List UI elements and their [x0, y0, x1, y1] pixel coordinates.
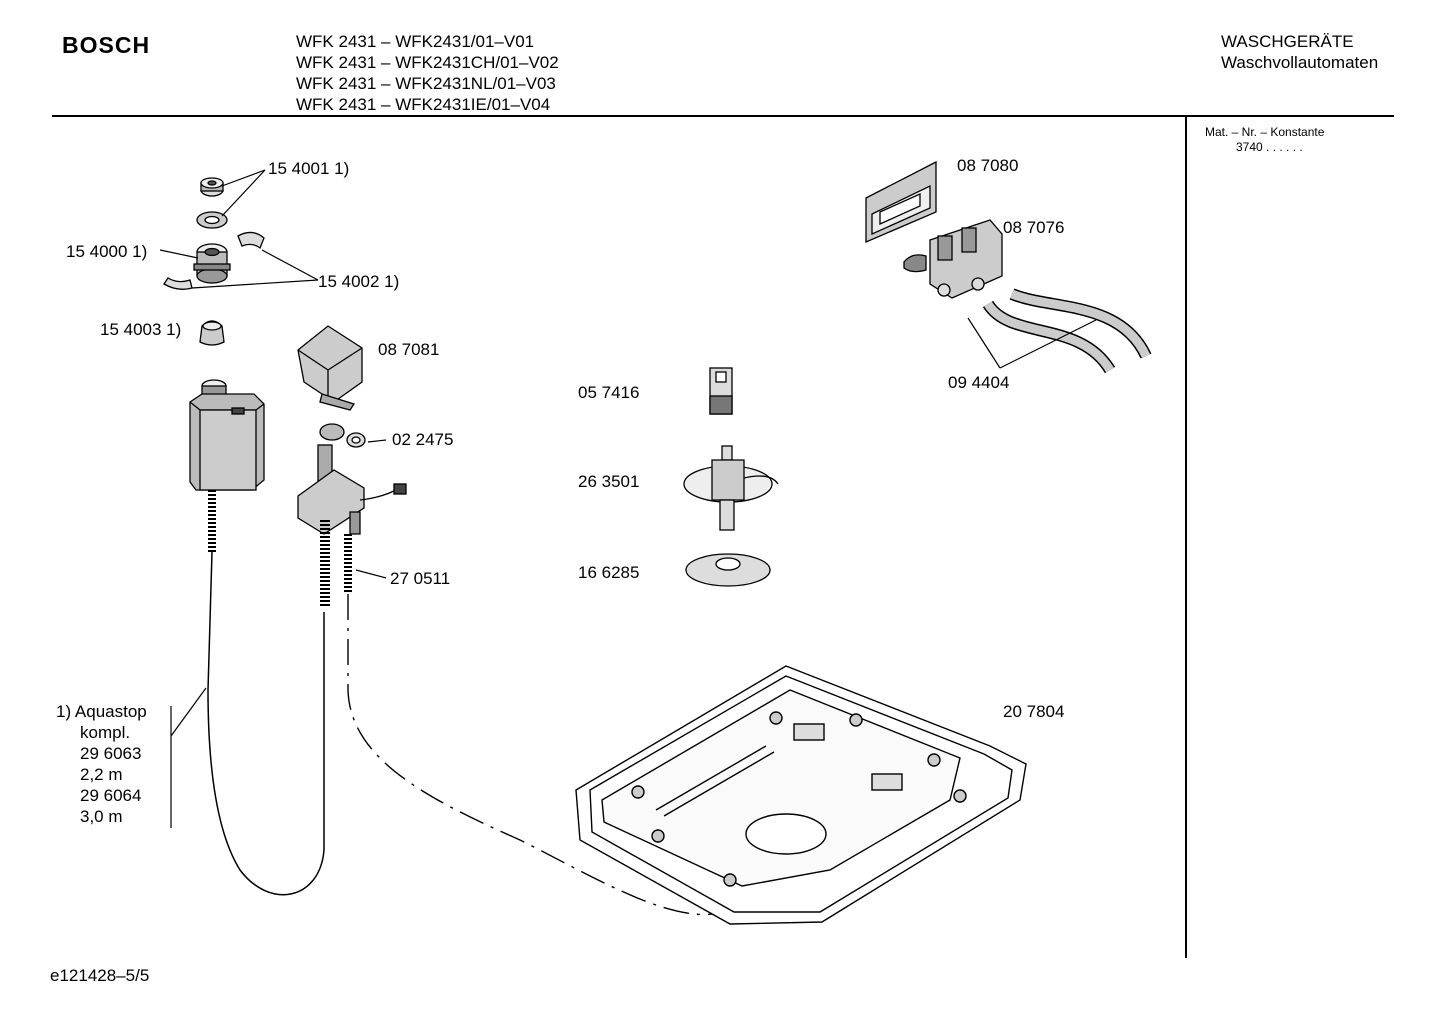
mat-nr-value: 3740 . . . . . . — [1236, 140, 1303, 154]
part-label-154002: 15 4002 1) — [318, 272, 400, 291]
part-label-022475: 02 2475 — [392, 430, 454, 449]
note-line-5: 29 6064 — [80, 786, 142, 805]
inlet-valve-part — [903, 219, 1003, 299]
model-line-2: WFK 2431 – WFK2431CH/01–V02 — [296, 53, 559, 72]
mat-nr-label: Mat. – Nr. – Konstante — [1205, 125, 1325, 139]
leader-lines-mid-left — [355, 439, 387, 579]
nut-part — [200, 177, 224, 197]
hose-cover-part — [297, 325, 363, 411]
leader-lines-top-left — [159, 169, 319, 289]
document-code: e121428–5/5 — [50, 966, 150, 985]
aquastop-valve-box — [189, 379, 265, 491]
category-title: WASCHGERÄTE — [1221, 32, 1354, 51]
drain-hose-dashed — [347, 594, 731, 916]
connector-part — [709, 367, 733, 415]
part-label-263501: 26 3501 — [578, 472, 640, 491]
washer-part — [196, 211, 228, 229]
float-part — [683, 445, 779, 531]
note-line-2: kompl. — [80, 723, 131, 742]
part-label-087076: 08 7076 — [1003, 218, 1065, 237]
part-label-270511: 27 0511 — [390, 569, 451, 588]
part-label-166285: 16 6285 — [578, 563, 640, 582]
aquastop-hose — [207, 551, 325, 896]
part-label-057416: 05 7416 — [578, 383, 640, 402]
brand-logo: BOSCH — [62, 32, 151, 58]
mounting-plate-part — [865, 160, 937, 243]
note-line-3: 29 6063 — [80, 744, 142, 763]
part-label-154001: 15 4001 1) — [268, 159, 350, 178]
subcategory-title: Waschvollautomaten — [1221, 53, 1379, 72]
note-line-4: 2,2 m — [80, 765, 123, 784]
note-line-1: 1) Aquastop — [56, 702, 147, 721]
part-label-154003: 15 4003 1) — [100, 320, 182, 339]
leader-lines-right — [967, 317, 1097, 369]
part-label-154000: 15 4000 1) — [66, 242, 148, 261]
model-line-4: WFK 2431 – WFK2431IE/01–V04 — [296, 95, 551, 114]
part-label-087080: 08 7080 — [957, 156, 1019, 175]
outlet-hose-assembly — [297, 423, 407, 535]
clip-parts — [163, 231, 265, 290]
note-leader — [170, 687, 207, 737]
part-label-094404: 09 4404 — [948, 373, 1010, 392]
part-label-207804: 20 7804 — [1003, 702, 1065, 721]
cap-part — [199, 320, 225, 346]
model-line-3: WFK 2431 – WFK2431NL/01–V03 — [296, 74, 556, 93]
note-line-6: 3,0 m — [80, 807, 123, 826]
fitting-part — [193, 243, 231, 284]
part-label-087081: 08 7081 — [378, 340, 440, 359]
model-line-1: WFK 2431 – WFK2431/01–V01 — [296, 32, 535, 51]
hose-pair-part — [982, 288, 1152, 374]
disc-part — [685, 553, 771, 587]
base-plate-part — [575, 665, 1027, 925]
